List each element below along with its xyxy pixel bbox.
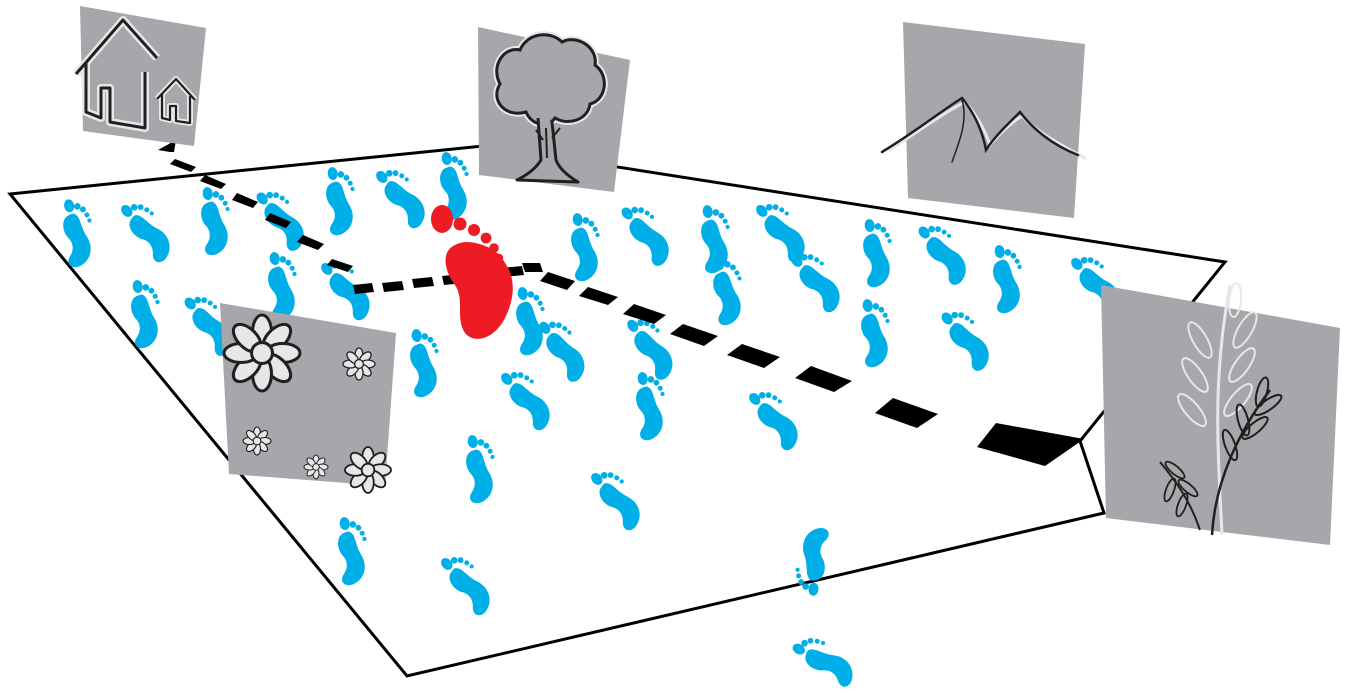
card-wheat <box>1101 283 1340 545</box>
card-flowers <box>220 303 396 493</box>
card-mountains <box>882 22 1085 218</box>
card-house <box>76 6 206 146</box>
floor-mat <box>10 146 1225 676</box>
card-tree <box>478 27 630 192</box>
